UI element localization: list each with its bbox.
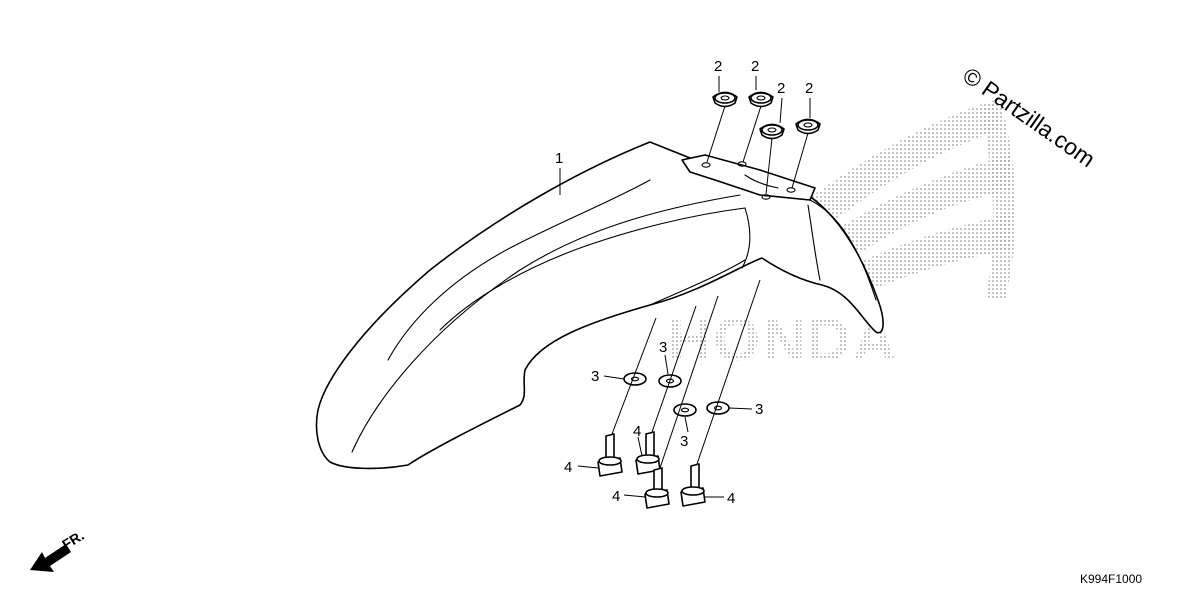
callout-washer: 3 — [591, 368, 599, 385]
callout-fender: 1 — [555, 150, 563, 167]
copyright-text: © Partzilla.com — [958, 62, 1100, 173]
copyright-watermark: © Partzilla.com — [955, 12, 1145, 172]
callout-washer: 3 — [659, 339, 667, 356]
grommet — [759, 123, 785, 140]
callout-bolt: 4 — [633, 423, 641, 440]
callout-bolt: 4 — [612, 488, 620, 505]
bolt — [680, 463, 706, 507]
callout-grommet: 2 — [751, 58, 759, 75]
grommet — [712, 91, 738, 108]
front-direction-arrow: FR. — [30, 527, 87, 572]
diagram-code: K994F1000 — [1080, 572, 1143, 586]
bolt — [597, 433, 623, 477]
honda-wing-logo — [800, 100, 1016, 300]
callout-bolt: 4 — [727, 490, 735, 507]
callout-bolt: 4 — [564, 459, 572, 476]
bolt — [644, 467, 670, 509]
grommet — [748, 91, 774, 108]
washer — [673, 403, 697, 417]
washer — [623, 372, 647, 386]
grommet — [795, 118, 821, 135]
front-fender — [315, 141, 884, 470]
callout-grommet: 2 — [805, 80, 813, 97]
callout-grommet: 2 — [714, 58, 722, 75]
callout-washer: 3 — [755, 401, 763, 418]
callout-washer: 3 — [680, 433, 688, 450]
callout-grommet: 2 — [777, 80, 785, 97]
leader-lines — [559, 76, 811, 498]
honda-watermark-text: HONDA — [668, 306, 898, 373]
